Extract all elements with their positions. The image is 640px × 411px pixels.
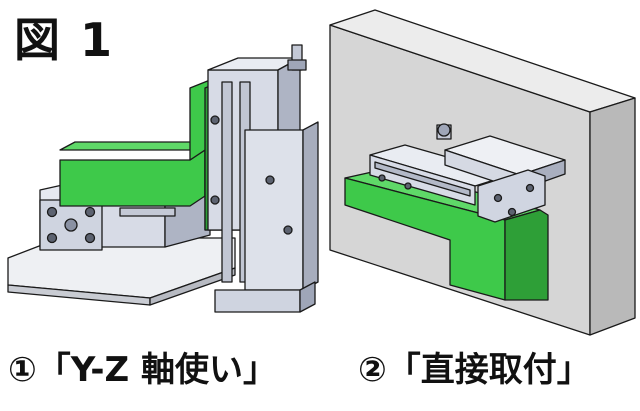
left-illustration-yz-axis xyxy=(7,44,319,313)
z-bottom-plate xyxy=(214,289,301,313)
z-rail xyxy=(221,81,233,283)
figure-title: 図 1 xyxy=(14,13,115,67)
bolt-hole xyxy=(46,232,58,244)
stopper-nut xyxy=(287,59,307,71)
bolt-hole xyxy=(46,206,58,218)
bolt-hole xyxy=(404,182,412,190)
bolt-hole xyxy=(210,115,220,125)
stopper-nut xyxy=(437,123,451,137)
z-carriage xyxy=(244,129,304,291)
bolt-hole xyxy=(84,232,96,244)
z-bottom-plate-side xyxy=(299,281,316,313)
bolt-hole xyxy=(507,207,517,217)
bolt-hole xyxy=(378,174,386,182)
caption-yz-axis: ①「Y-Z 軸使い」 xyxy=(8,350,278,390)
bolt-hole xyxy=(283,225,293,235)
bolt-hole xyxy=(265,175,275,185)
bolt-hole xyxy=(525,183,535,193)
y-rod xyxy=(119,207,176,217)
bolt-hole xyxy=(84,206,96,218)
port-hole xyxy=(64,218,78,232)
caption-direct-mount: ②「直接取付」 xyxy=(358,350,591,390)
right-illustration-direct-mount xyxy=(329,9,636,336)
actuator-illustrations xyxy=(7,9,636,336)
end-block xyxy=(477,169,546,223)
wall-side xyxy=(589,97,636,336)
green-bracket-side xyxy=(504,209,549,301)
bolt-hole xyxy=(210,195,220,205)
bolt-hole xyxy=(493,193,503,203)
rail xyxy=(374,161,471,197)
green-bracket-horizontal xyxy=(59,149,206,207)
z-carriage-side xyxy=(302,121,319,291)
green-bracket-top xyxy=(59,141,206,151)
base-plate-side xyxy=(149,267,236,306)
